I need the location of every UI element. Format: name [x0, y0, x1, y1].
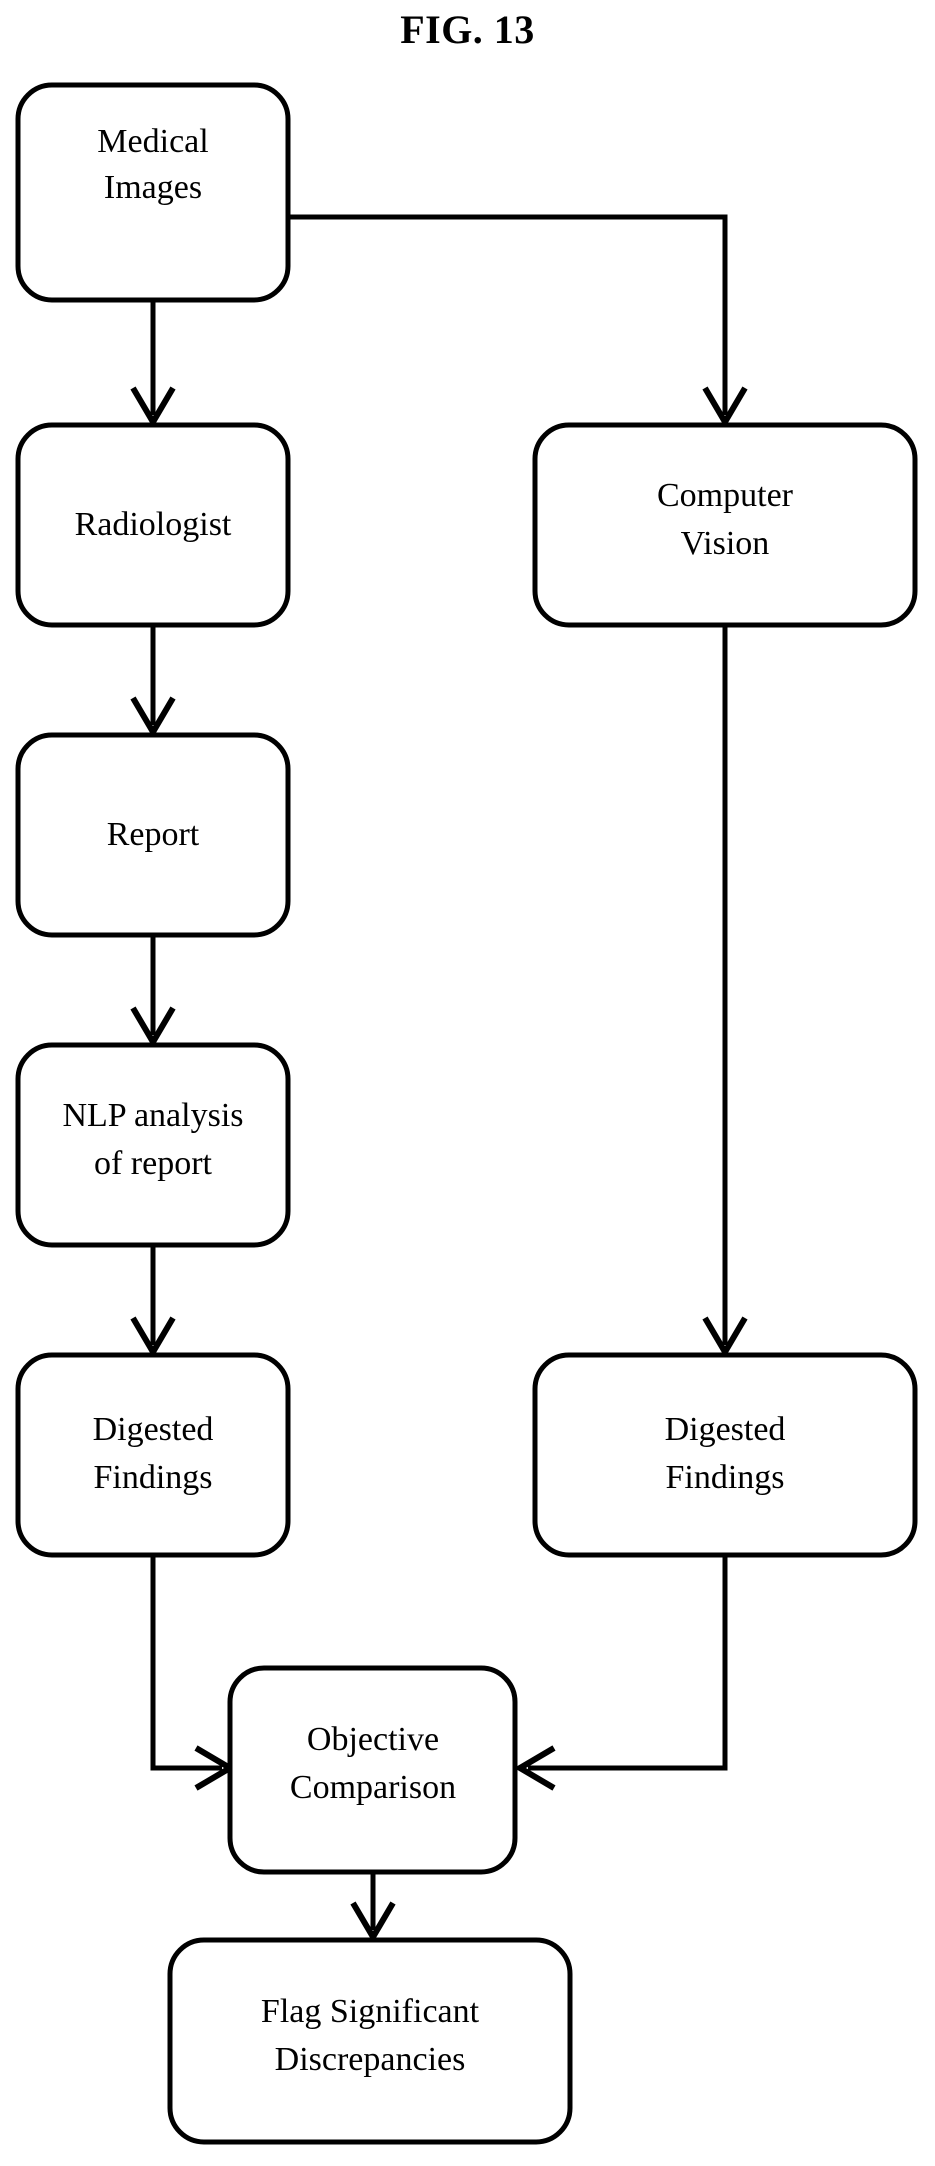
node-medical-images-shape[interactable] [15, 82, 291, 303]
node-computer-vision-label-line1: Computer [657, 477, 794, 514]
node-objective-comparison[interactable]: Objective Comparison [227, 1665, 518, 1875]
node-radiologist[interactable]: Radiologist [15, 422, 291, 628]
edge-digested-findings-right-to-objective-comparison [514, 1555, 728, 1791]
node-computer-vision[interactable]: Computer Vision [532, 422, 918, 628]
node-report[interactable]: Report [15, 732, 291, 938]
node-report-shape[interactable] [15, 732, 291, 938]
edge-objective-comparison-to-flag-discrepancies [350, 1872, 396, 1943]
node-flag-discrepancies-label-line1: Flag Significant [261, 1993, 480, 2030]
edge-report-to-nlp-analysis [130, 935, 176, 1048]
node-nlp-analysis-shape[interactable] [15, 1042, 291, 1248]
node-computer-vision-shape[interactable] [532, 422, 918, 628]
figure-title: FIG. 13 [400, 7, 535, 52]
node-digested-findings-left-label-line2: Findings [93, 1459, 212, 1496]
node-objective-comparison-label-line2: Comparison [290, 1769, 456, 1806]
node-objective-comparison-shape[interactable] [227, 1665, 518, 1875]
node-radiologist-shape[interactable] [15, 422, 291, 628]
node-flag-discrepancies-label-line2: Discrepancies [275, 2041, 466, 2078]
node-digested-findings-right-label-line2: Findings [665, 1459, 784, 1496]
node-nlp-analysis[interactable]: NLP analysis of report [15, 1042, 291, 1248]
node-flag-discrepancies-shape[interactable] [167, 1937, 573, 2145]
node-digested-findings-right-label-line1: Digested [665, 1411, 786, 1448]
node-digested-findings-left[interactable]: Digested Findings [15, 1352, 291, 1558]
node-computer-vision-label-line2: Vision [681, 525, 770, 562]
node-nlp-analysis-label-line2: of report [94, 1145, 213, 1182]
node-medical-images-label-line2: Images [104, 169, 202, 206]
edge-radiologist-to-report [130, 625, 176, 738]
node-flag-discrepancies[interactable]: Flag Significant Discrepancies [167, 1937, 573, 2145]
edge-nlp-analysis-to-digested-findings-left [130, 1245, 176, 1358]
node-medical-images-label-line1: Medical [97, 123, 208, 160]
edge-computer-vision-to-digested-findings-right [702, 625, 748, 1358]
edge-medical-images-to-radiologist [130, 300, 176, 428]
node-medical-images[interactable]: Medical Images [15, 82, 291, 303]
node-radiologist-label-line1: Radiologist [75, 506, 232, 543]
node-report-label-line1: Report [107, 816, 200, 853]
node-digested-findings-right[interactable]: Digested Findings [532, 1352, 918, 1558]
node-nlp-analysis-label-line1: NLP analysis [62, 1097, 243, 1134]
edge-medical-images-to-computer-vision [288, 214, 748, 428]
edge-digested-findings-left-to-objective-comparison [150, 1555, 236, 1791]
node-digested-findings-right-shape[interactable] [532, 1352, 918, 1558]
node-digested-findings-left-shape[interactable] [15, 1352, 291, 1558]
node-digested-findings-left-label-line1: Digested [93, 1411, 214, 1448]
node-objective-comparison-label-line1: Objective [307, 1721, 439, 1758]
